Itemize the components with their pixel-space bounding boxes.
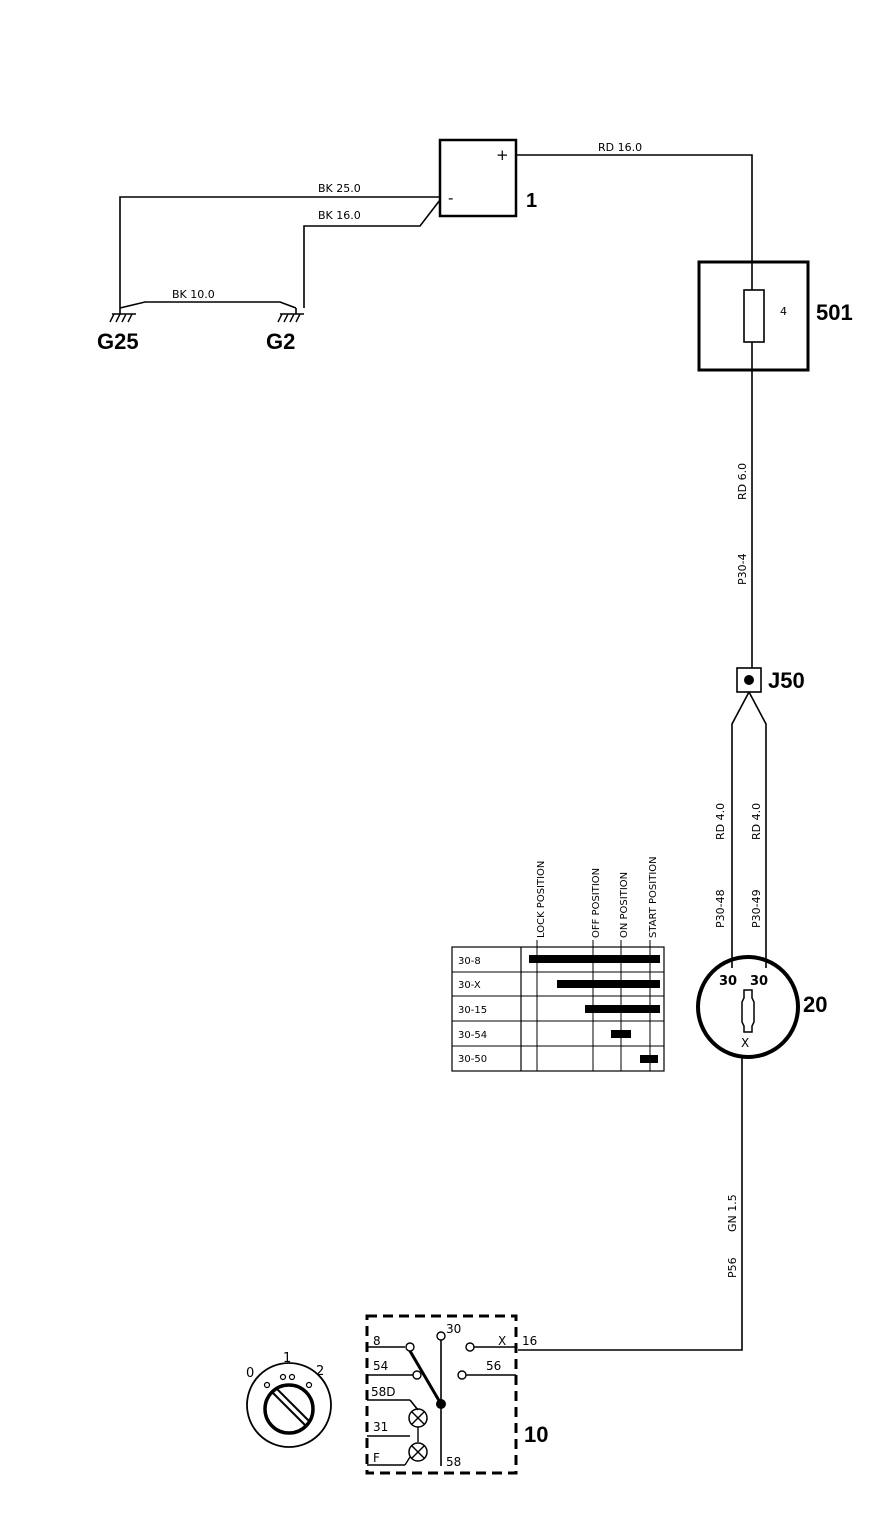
wire-p30-49-label: P30-49 — [750, 889, 763, 928]
ignition-term-x: X — [741, 1036, 749, 1050]
knob-position-0: 0 — [246, 1366, 254, 1381]
ignition-term-30-left: 30 — [719, 974, 737, 989]
ground-g25-symbol — [109, 308, 136, 323]
light-switch-box — [365, 1314, 518, 1475]
wire-bk10-label: BK 10.0 — [172, 288, 215, 301]
battery-plus-terminal: + — [496, 146, 509, 164]
row-30-50: 30-50 — [458, 1054, 487, 1065]
wire-p30-49 — [748, 691, 767, 968]
ignition-term-30-right: 30 — [750, 974, 768, 989]
ground-g2-label: G2 — [266, 329, 295, 354]
fuse-number: 4 — [780, 305, 787, 318]
term-54: 54 — [373, 1359, 388, 1373]
battery-minus-terminal: - — [448, 189, 453, 207]
row-30-15: 30-15 — [458, 1005, 487, 1016]
wire-rd16 — [516, 154, 753, 262]
col-lock-position: LOCK POSITION — [536, 861, 547, 938]
ground-g25-label: G25 — [97, 329, 139, 354]
bar-30-8 — [529, 955, 660, 963]
wire-p56 — [518, 1058, 743, 1351]
col-start-position: START POSITION — [648, 856, 659, 938]
knob-position-1: 1 — [283, 1351, 291, 1366]
ground-g2-symbol — [277, 308, 304, 323]
term-30: 30 — [446, 1322, 461, 1336]
wire-bk25-label: BK 25.0 — [318, 182, 361, 195]
row-30-8: 30-8 — [458, 956, 481, 967]
wire-p30-48 — [731, 691, 750, 968]
light-switch-contacts — [367, 1331, 516, 1466]
wire-p30-48-label: P30-48 — [714, 889, 727, 928]
wire-bk16-label: BK 16.0 — [318, 209, 361, 222]
wire-p30-4-label: P30-4 — [736, 553, 749, 585]
ignition-switch — [696, 955, 800, 1059]
lamp-icon — [367, 1442, 428, 1466]
junction-dot — [744, 675, 754, 685]
lamp-icon — [408, 1408, 428, 1442]
row-30-54: 30-54 — [458, 1030, 487, 1041]
wire-gn15-label: GN 1.5 — [726, 1194, 739, 1232]
col-on-position: ON POSITION — [619, 872, 630, 938]
light-switch-id: 10 — [524, 1422, 548, 1447]
wire-rd4-b-label: RD 4.0 — [750, 803, 763, 840]
term-16: 16 — [522, 1334, 537, 1348]
bar-30-x — [557, 980, 660, 988]
knob-position-2: 2 — [316, 1364, 324, 1379]
wire-rd6-label: RD 6.0 — [736, 463, 749, 500]
fuse-box-id: 501 — [816, 300, 853, 325]
term-58d: 58D — [371, 1385, 396, 1399]
bar-30-50 — [640, 1055, 658, 1063]
ignition-switch-id: 20 — [803, 992, 827, 1017]
key-icon — [741, 989, 755, 1033]
wire-bk16 — [303, 199, 441, 308]
bar-30-54 — [611, 1030, 631, 1038]
battery-box — [438, 138, 518, 218]
wire-p56-label: P56 — [726, 1257, 739, 1278]
wire-bk10 — [119, 301, 297, 309]
term-x: X — [498, 1334, 506, 1348]
battery-id: 1 — [526, 190, 537, 212]
term-58: 58 — [446, 1455, 461, 1469]
fuse-4-icon — [743, 289, 765, 343]
wire-rd4-a-label: RD 4.0 — [714, 803, 727, 840]
wire-bk25 — [119, 196, 440, 308]
bar-30-15 — [585, 1005, 660, 1013]
term-8: 8 — [373, 1334, 381, 1348]
switch-knob-icon — [246, 1362, 332, 1448]
wire-rd16-label: RD 16.0 — [598, 141, 642, 154]
term-31: 31 — [373, 1420, 388, 1434]
junction-id: J50 — [768, 668, 805, 693]
term-f: F — [373, 1451, 380, 1465]
col-off-position: OFF POSITION — [591, 868, 602, 938]
term-56: 56 — [486, 1359, 501, 1373]
row-30-x: 30-X — [458, 980, 481, 991]
fuse-box — [697, 260, 810, 372]
